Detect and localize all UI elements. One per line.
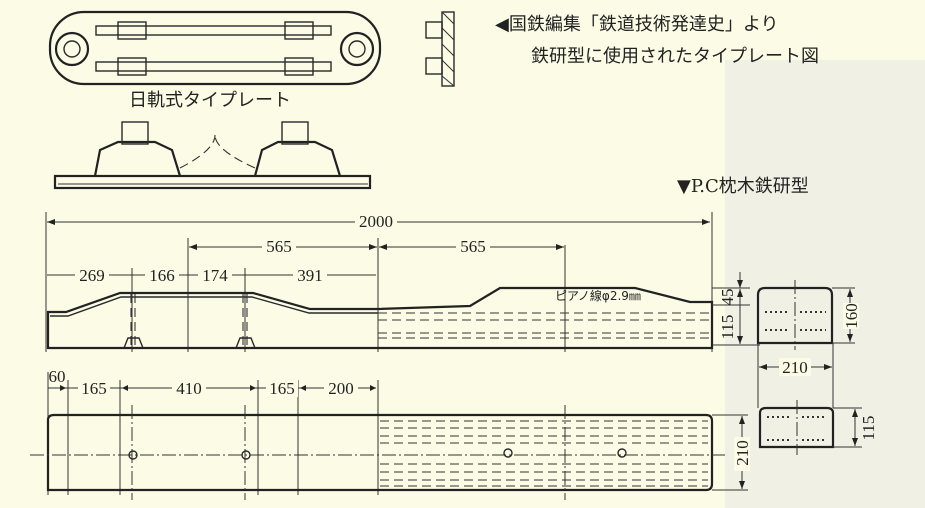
dim-115-side: 115 [718,315,737,340]
dim-166: 166 [149,266,175,285]
dim-210-section: 210 [782,358,808,377]
tieplate-top-view [48,10,382,86]
caption-line-1: ◀国鉄編集「鉄道技術発達史」より [495,14,778,35]
sleeper-plan-view [30,405,748,500]
dim-115-section: 115 [859,416,878,441]
caption-line-2: 鉄研型に使用されたタイプレート図 [531,46,819,67]
dim-210-plan: 210 [733,440,752,466]
end-dimensions [712,272,760,346]
dim-45: 45 [718,289,737,306]
dim-60: 60 [49,367,66,386]
dim-410: 410 [176,379,202,398]
sleeper-side-view [46,286,714,350]
sleeper-title: ▼P.C枕木鉄研型 [677,176,809,197]
dim-565-right: 565 [460,237,486,256]
tieplate-end-view [425,11,455,87]
piano-wire-note: ピアノ線φ2.9㎜ [555,288,641,303]
dim-160: 160 [842,303,861,329]
tieplate-side-view [53,121,372,190]
dim-174: 174 [202,266,228,285]
dim-565-left: 565 [266,237,292,256]
dim-total-length: 2000 [359,212,393,231]
tieplate-label: 日軌式タイプレート [129,90,291,111]
dim-269: 269 [79,266,105,285]
cross-section-center [758,400,862,455]
dim-200: 200 [328,379,354,398]
cross-section-rail-seat [756,280,855,408]
dim-165-a: 165 [81,379,107,398]
dim-391: 391 [297,266,323,285]
page-shading [725,60,925,508]
dim-165-b: 165 [269,379,295,398]
